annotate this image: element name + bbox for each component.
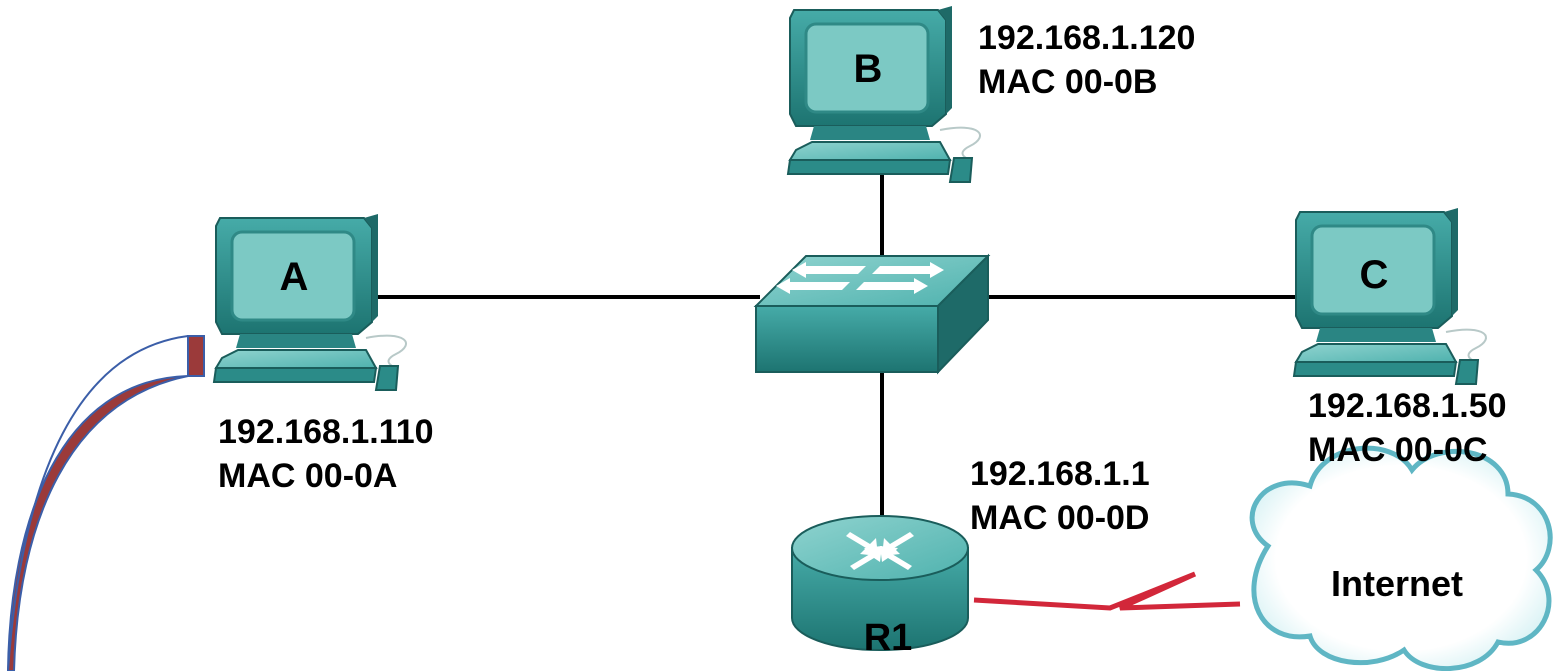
host-c-computer-icon: C	[1292, 206, 1488, 386]
curved-arrow-shape	[6, 335, 205, 671]
host-a-address-label: 192.168.1.110 MAC 00-0A	[218, 410, 434, 498]
internet-label: Internet	[1331, 563, 1463, 604]
router-r1-icon: R1	[791, 515, 969, 659]
wan-link	[973, 571, 1241, 611]
host-c-mac: MAC 00-0C	[1308, 431, 1488, 469]
host-a-mac: MAC 00-0A	[218, 457, 398, 495]
host-b-mac: MAC 00-0B	[978, 63, 1158, 101]
host-b-address-label: 192.168.1.120 MAC 00-0B	[978, 16, 1195, 104]
host-b-ip: 192.168.1.120	[978, 19, 1196, 57]
curved-arrow-edge	[7, 335, 189, 671]
router-r1-address-label: 192.168.1.1 MAC 00-0D	[970, 452, 1150, 540]
switch-icon	[753, 253, 991, 375]
router-r1-mac: MAC 00-0D	[970, 499, 1150, 537]
host-a-letter: A	[280, 255, 309, 299]
host-b-letter: B	[854, 47, 883, 91]
host-c-letter: C	[1360, 253, 1389, 297]
router-r1-ip: 192.168.1.1	[970, 455, 1150, 493]
host-c-address-label: 192.168.1.50 MAC 00-0C	[1308, 384, 1507, 472]
host-a-ip: 192.168.1.110	[218, 413, 434, 451]
host-a-computer-icon: A	[212, 212, 408, 392]
host-c-ip: 192.168.1.50	[1308, 387, 1507, 425]
router-r1-name: R1	[864, 617, 913, 659]
host-b-computer-icon: B	[786, 4, 982, 184]
internet-cloud-icon: Internet	[1249, 445, 1553, 671]
